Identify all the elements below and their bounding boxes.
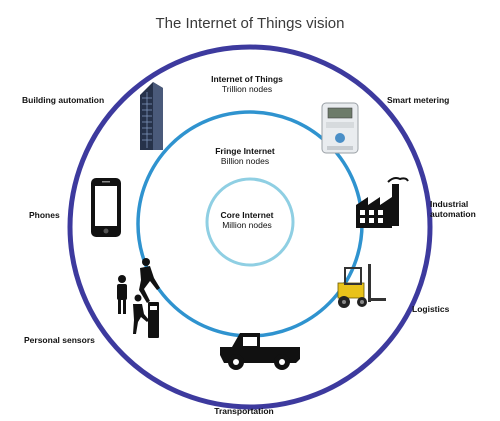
diagram-title: The Internet of Things vision <box>156 15 345 32</box>
smartphone-icon <box>91 178 121 237</box>
smart-meter-icon <box>321 102 359 154</box>
people-icon <box>117 258 160 338</box>
inner-ring-subtitle: Million nodes <box>222 220 272 230</box>
label-industrial-line2: automation <box>430 209 476 219</box>
outer-ring-subtitle: Trillion nodes <box>222 84 272 94</box>
outer-ring-title: Internet of Things <box>211 74 283 84</box>
skyscraper-icon <box>140 82 163 150</box>
middle-ring-subtitle: Billion nodes <box>221 156 269 166</box>
label-transportation: Transportation <box>214 406 274 416</box>
label-logistics: Logistics <box>412 304 450 314</box>
label-personal-sensors: Personal sensors <box>24 335 95 345</box>
inner-ring-title: Core Internet <box>221 210 274 220</box>
outer-ring <box>67 44 433 410</box>
label-industrial-line1: Industrial <box>430 199 468 209</box>
label-building-automation: Building automation <box>22 95 104 105</box>
label-smart-metering: Smart metering <box>387 95 449 105</box>
factory-icon <box>356 177 409 228</box>
label-phones: Phones <box>29 210 60 220</box>
forklift-icon <box>337 264 386 308</box>
pickup-truck-icon <box>220 333 300 370</box>
inner-ring <box>205 177 295 267</box>
middle-ring-title: Fringe Internet <box>215 146 275 156</box>
